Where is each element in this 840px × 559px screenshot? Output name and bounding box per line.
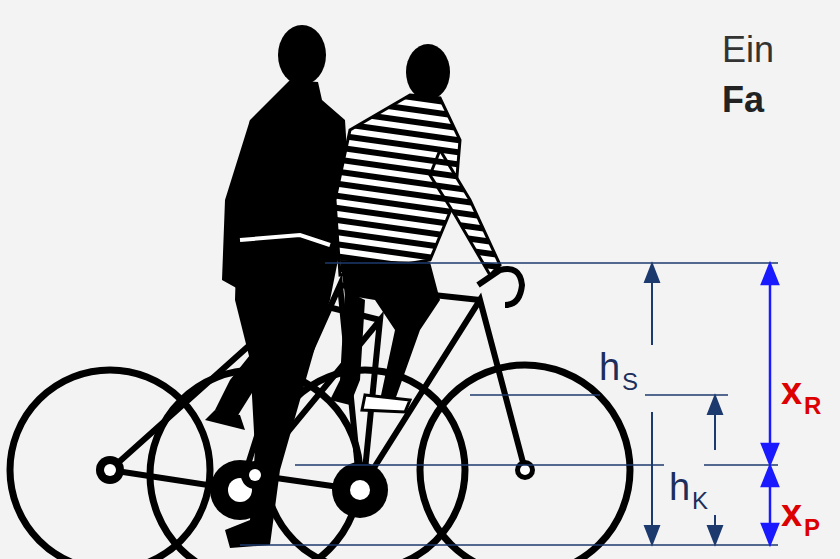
- arrow-head: [762, 264, 778, 284]
- reference-line: [470, 394, 600, 396]
- dimension-subscript: K: [691, 489, 709, 513]
- hub: [241, 461, 269, 489]
- arm: [430, 150, 500, 275]
- head: [278, 25, 326, 85]
- arrow-shaft: [714, 410, 716, 450]
- dimension-symbol: h: [668, 468, 691, 506]
- front-rider: [330, 44, 500, 412]
- dimension-subscript: P: [804, 516, 820, 540]
- dimension-lines: [240, 263, 778, 545]
- arrow-head: [708, 396, 722, 414]
- shoe: [362, 395, 410, 412]
- foot: [205, 410, 245, 430]
- hub: [249, 469, 261, 481]
- arm: [222, 120, 262, 290]
- hk-arrow: [708, 396, 722, 544]
- hs-arrow: [645, 264, 659, 544]
- chainring: [332, 462, 388, 518]
- handlebar: [478, 269, 522, 305]
- hub: [515, 460, 535, 480]
- chainring: [350, 480, 370, 500]
- dimension-subscript: S: [621, 370, 639, 394]
- dimension-symbol: x: [781, 494, 802, 532]
- hub: [520, 465, 530, 475]
- x-arrows: [762, 264, 778, 544]
- arrow-head: [708, 526, 722, 544]
- heading-fragment: Fa: [722, 82, 764, 118]
- arrow-head: [645, 264, 659, 282]
- arrow-shaft: [769, 482, 772, 528]
- arrow-shaft: [651, 412, 653, 530]
- arrow-head: [762, 524, 778, 544]
- leg: [330, 290, 365, 405]
- hub: [96, 456, 124, 484]
- dimension-symbol: h: [598, 348, 621, 386]
- reference-line: [295, 464, 664, 466]
- back-rider: [205, 25, 350, 548]
- belt: [240, 235, 330, 245]
- reference-line: [240, 544, 778, 546]
- reference-line: [325, 262, 778, 264]
- dimension-symbol: x: [781, 372, 802, 410]
- heading-fragment: Ein: [722, 32, 774, 68]
- arrow-shaft: [651, 278, 653, 345]
- arrow-head: [762, 466, 778, 486]
- head: [406, 44, 450, 100]
- arrow-head: [645, 526, 659, 544]
- hub: [104, 464, 116, 476]
- dimension-subscript: R: [804, 394, 821, 418]
- arrow-head: [762, 444, 778, 464]
- wheel: [420, 365, 630, 559]
- arrow-shaft: [769, 280, 772, 448]
- reference-line: [704, 464, 778, 466]
